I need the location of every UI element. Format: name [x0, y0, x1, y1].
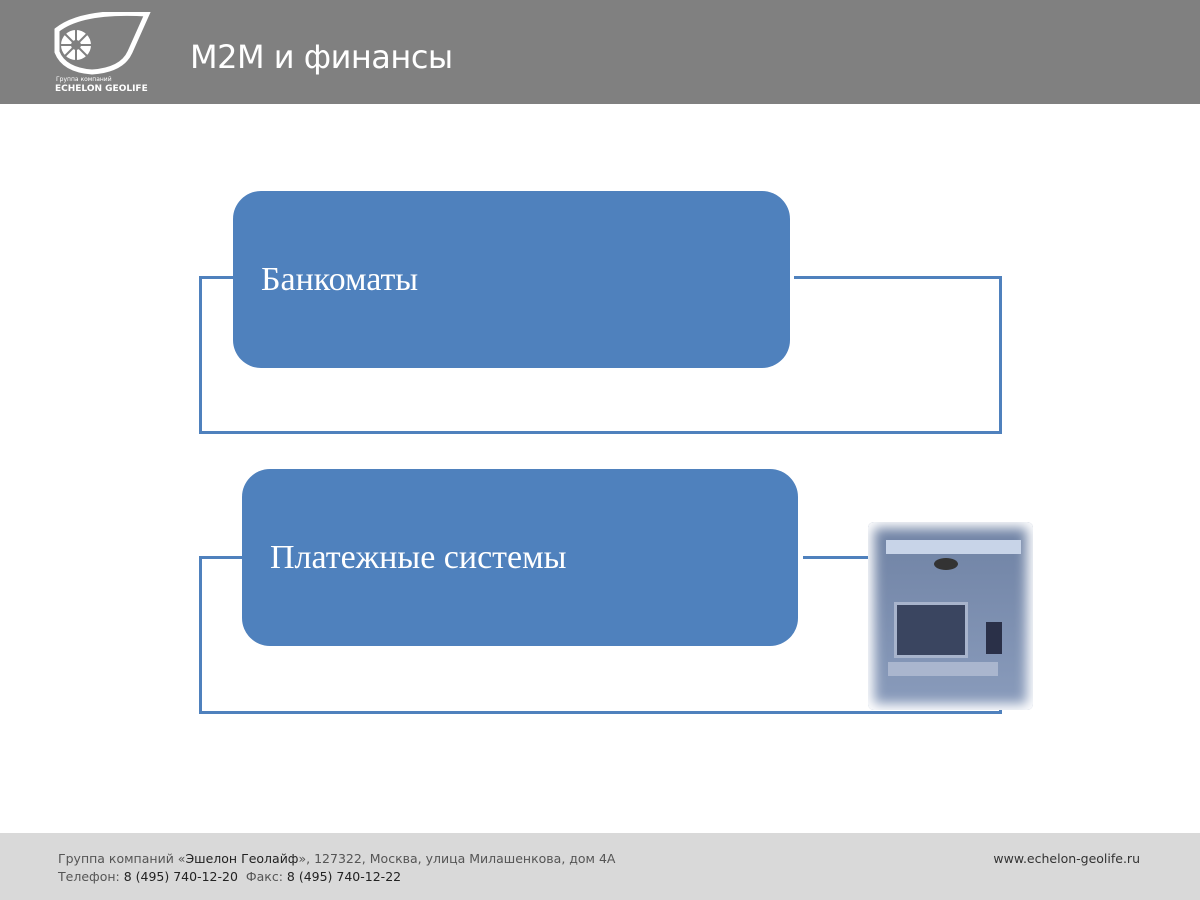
echelon-logo-icon: [54, 12, 151, 75]
atm-image-icon: [868, 522, 1033, 710]
item-label: Платежные системы: [270, 538, 567, 576]
logo-name: ECHELON GEOLIFE: [55, 84, 148, 94]
footer-address: Группа компаний «Эшелон Геолайф», 127322…: [58, 851, 616, 866]
page-title: M2M и финансы: [190, 38, 453, 76]
footer: Группа компаний «Эшелон Геолайф», 127322…: [0, 833, 1200, 900]
item-label: Банкоматы: [261, 260, 419, 298]
website-link[interactable]: www.echelon-geolife.ru: [993, 851, 1140, 866]
footer-contacts: Телефон: 8 (495) 740-12-20 Факс: 8 (495)…: [58, 869, 402, 884]
item-atms: Банкоматы: [233, 191, 790, 368]
logo-caption: Группа компаний: [56, 76, 112, 83]
header: Группа компаний ECHELON GEOLIFE M2M и фи…: [0, 0, 1200, 104]
item-payment-systems: Платежные системы: [242, 469, 798, 646]
